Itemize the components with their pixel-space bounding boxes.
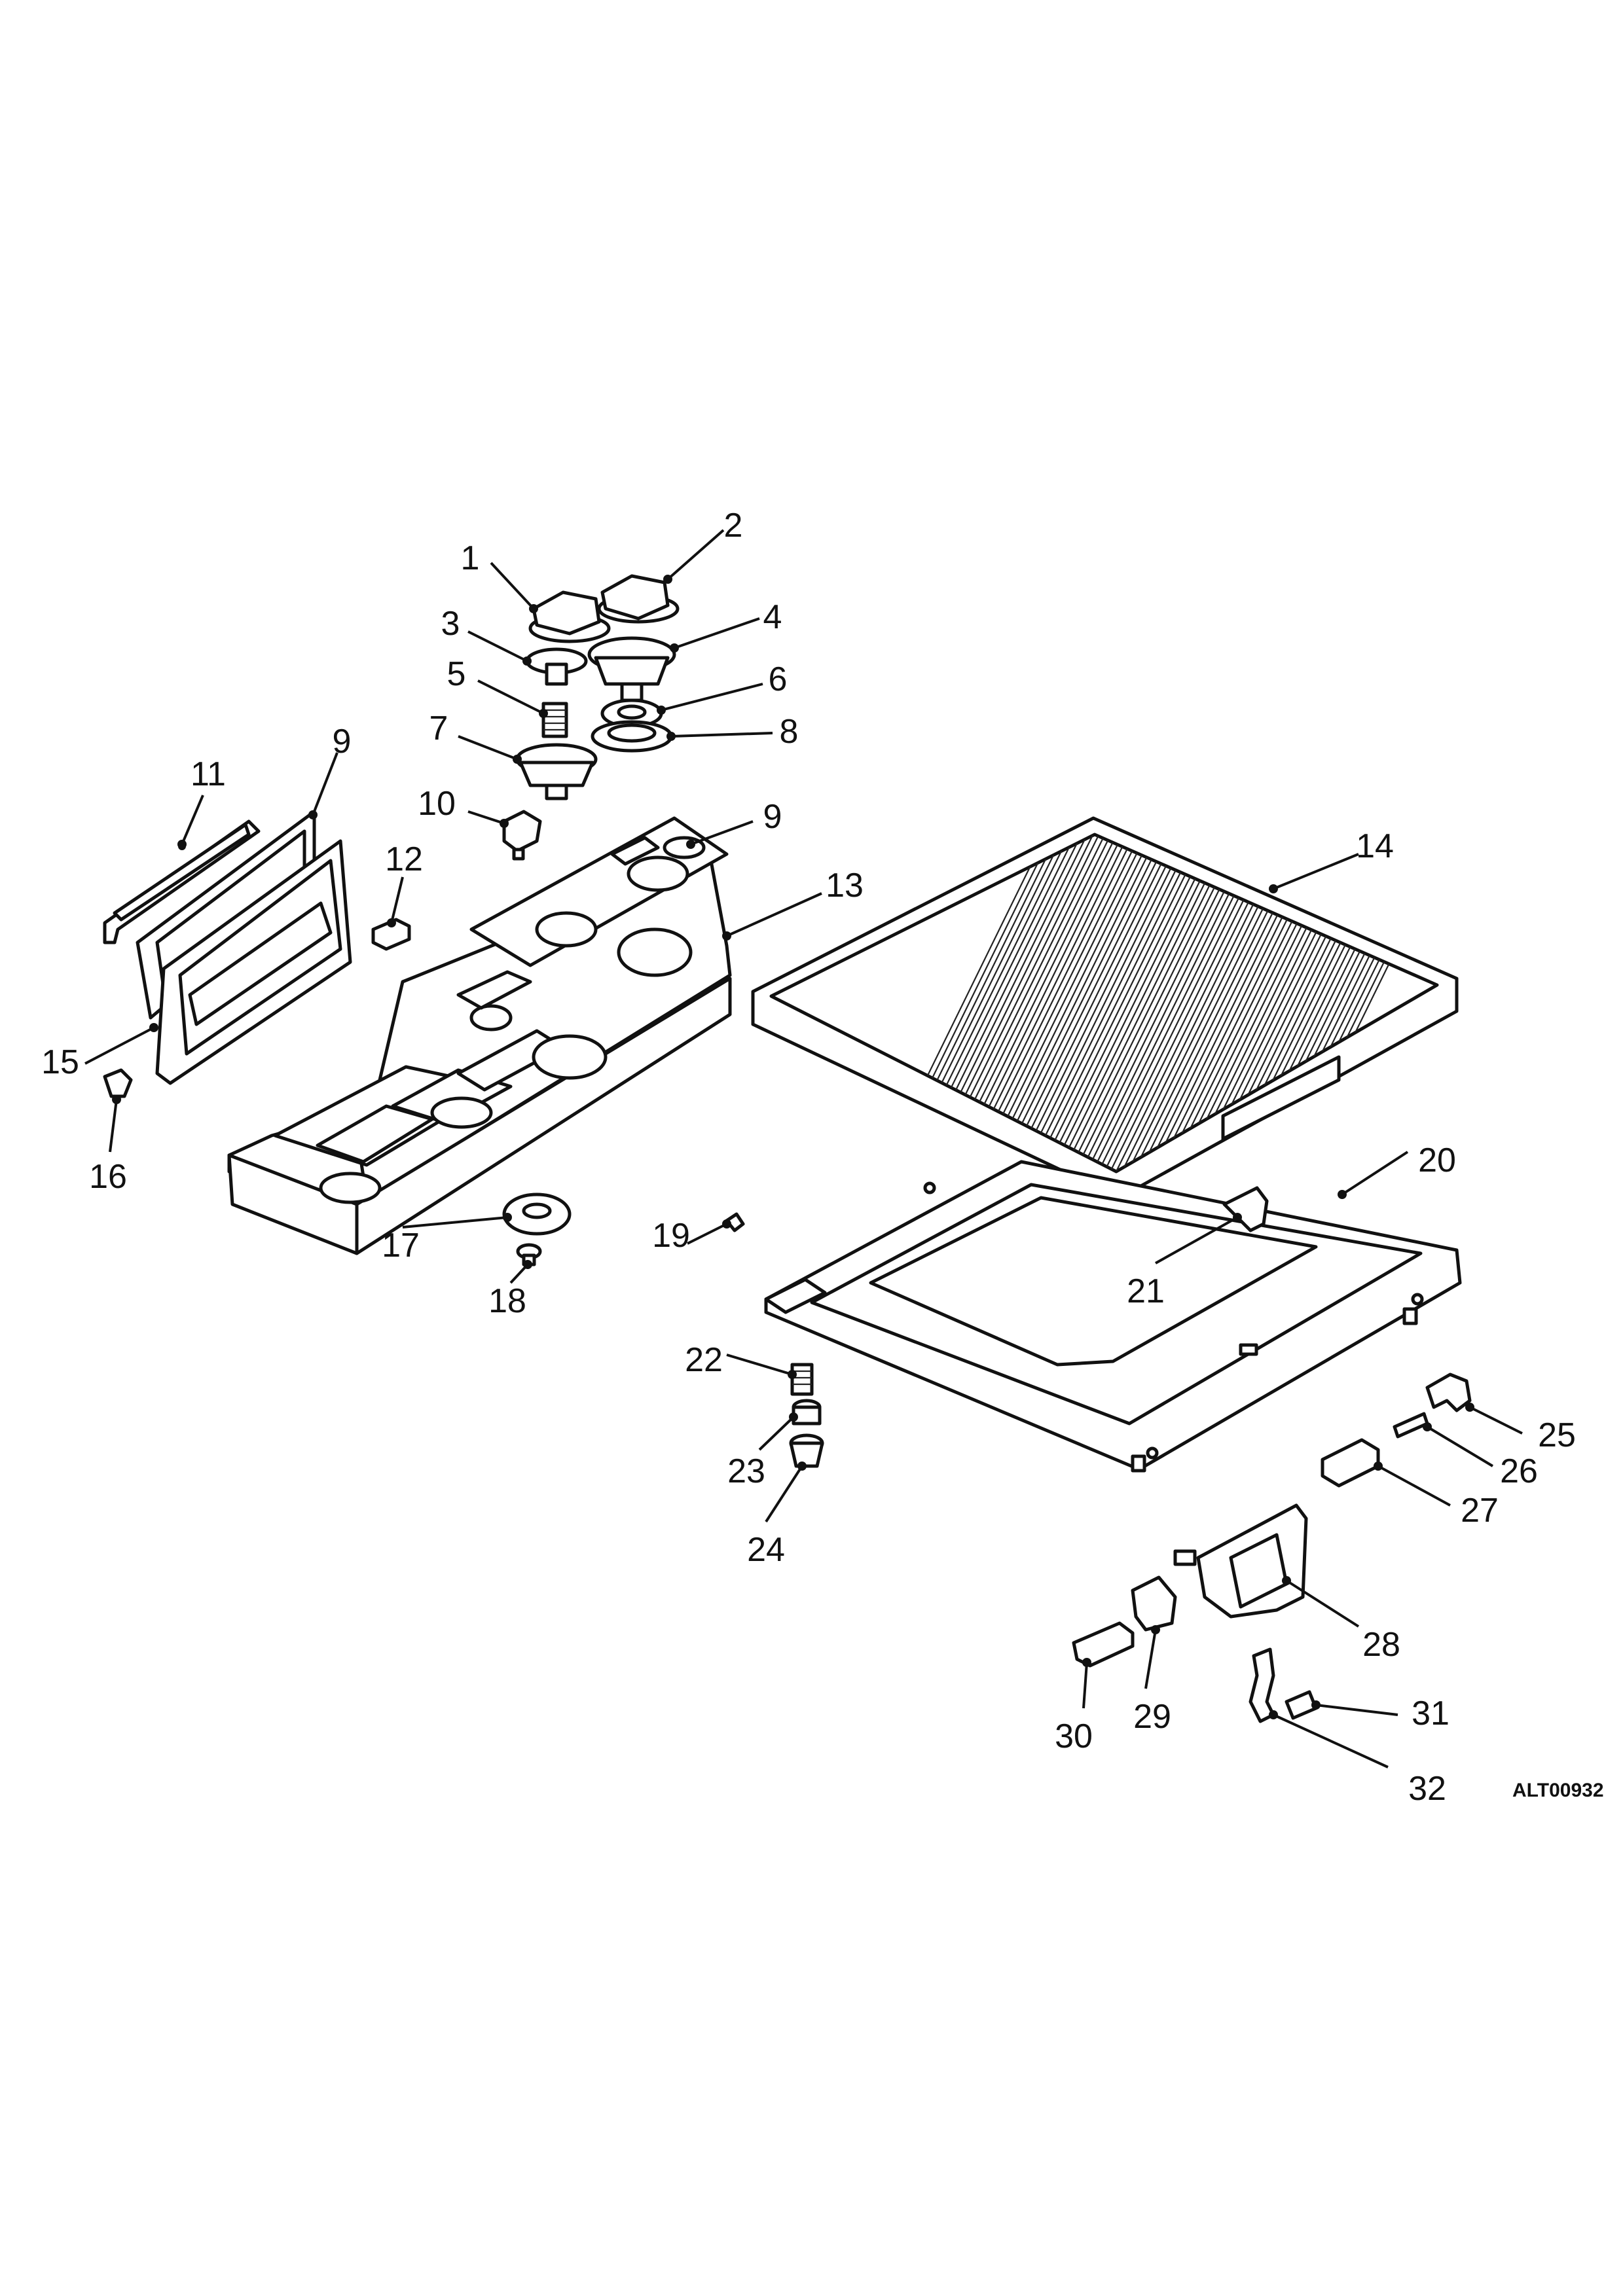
callout-17: 17	[382, 1227, 420, 1265]
callout-29: 29	[1133, 1698, 1171, 1736]
lid-hatch-line	[1030, 834, 1201, 1172]
lever-part-30	[1072, 1621, 1135, 1668]
callout-21: 21	[1127, 1272, 1165, 1310]
callout-20: 20	[1418, 1141, 1456, 1179]
callout-30: 30	[1055, 1717, 1093, 1755]
callout-26: 26	[1500, 1452, 1538, 1490]
drawer-frame-part-15	[155, 839, 352, 1085]
callout-4: 4	[763, 598, 782, 636]
ring-part-8	[591, 720, 673, 753]
knob-part-1	[528, 590, 611, 643]
callout-9-control-panel: 9	[763, 798, 782, 836]
lid-hatch-line	[1048, 834, 1219, 1172]
callout-18: 18	[488, 1282, 526, 1320]
bracket-part-29	[1131, 1575, 1177, 1632]
housing-part-7	[515, 743, 598, 800]
spring-part-26	[1393, 1412, 1429, 1439]
clip-part-12	[371, 918, 411, 951]
lid-hatch-line	[1059, 834, 1231, 1172]
cap-part-18	[516, 1243, 542, 1266]
callout-2: 2	[724, 507, 743, 545]
base-frame-part-20	[764, 1160, 1462, 1473]
spring-part-22	[790, 1363, 814, 1396]
drawing-reference: ALT00932	[1512, 1780, 1604, 1801]
control-panel-part-9	[469, 816, 729, 967]
lever-part-32	[1249, 1647, 1275, 1723]
callout-22: 22	[685, 1341, 723, 1379]
callout-32: 32	[1408, 1770, 1446, 1808]
drawer-front-part-11	[103, 819, 261, 944]
callout-25: 25	[1538, 1416, 1576, 1454]
knob-part-2	[597, 574, 680, 624]
lid-hatch-line	[1024, 834, 1195, 1172]
foot-part-24	[789, 1433, 824, 1468]
callout-15: 15	[41, 1043, 79, 1081]
callout-10: 10	[418, 785, 456, 823]
lid-hatch-line	[1036, 834, 1207, 1172]
spring-part-5	[541, 702, 568, 738]
callout-14: 14	[1356, 827, 1394, 865]
callout-13: 13	[826, 867, 864, 905]
callout-23: 23	[727, 1452, 765, 1490]
button-part-10	[502, 810, 542, 861]
callout-12: 12	[385, 840, 423, 878]
bezel-part-3	[525, 647, 588, 686]
lid-hatch-line	[1012, 834, 1184, 1172]
callout-28: 28	[1362, 1626, 1400, 1664]
gear-part-17	[502, 1193, 572, 1236]
callout-19: 19	[652, 1217, 690, 1255]
lid-hatch-line	[1042, 834, 1213, 1172]
callout-24: 24	[747, 1531, 785, 1569]
callout-labels: 1 2 3 4 5 6 7 8 9 9 10 11 12 13 14 15 16…	[41, 507, 1603, 1808]
callout-1: 1	[461, 539, 480, 577]
leader-lines	[84, 529, 1523, 1768]
lid-hatch-line	[1053, 834, 1225, 1172]
lid-hatch-line	[1000, 834, 1172, 1172]
callout-7: 7	[429, 709, 448, 747]
lid-hatch-line	[994, 834, 1166, 1172]
cap-part-23	[792, 1399, 822, 1426]
clip-part-16	[103, 1068, 133, 1098]
pin-part-19	[725, 1212, 745, 1232]
callout-6: 6	[769, 660, 788, 698]
bezel-part-4	[587, 636, 676, 702]
dispenser-housing-part-13	[227, 855, 732, 1255]
lid-hatch-line	[1018, 834, 1190, 1172]
hook-part-25	[1425, 1372, 1472, 1412]
lid-hatch-line	[989, 834, 1160, 1172]
callout-5: 5	[447, 655, 466, 693]
callout-11: 11	[191, 755, 226, 793]
plunger-part-27	[1321, 1438, 1380, 1488]
callout-8: 8	[780, 713, 799, 751]
lock-assembly-part-28	[1173, 1503, 1308, 1619]
lid-hatch-line	[1065, 834, 1237, 1172]
callout-27: 27	[1461, 1492, 1499, 1530]
lid-hatch-line	[1006, 834, 1178, 1172]
callout-3: 3	[441, 605, 460, 643]
callout-9-drawer-seal: 9	[333, 723, 352, 761]
lid-hatch-line	[1071, 834, 1243, 1172]
callout-31: 31	[1412, 1695, 1450, 1732]
callout-16: 16	[89, 1158, 127, 1196]
